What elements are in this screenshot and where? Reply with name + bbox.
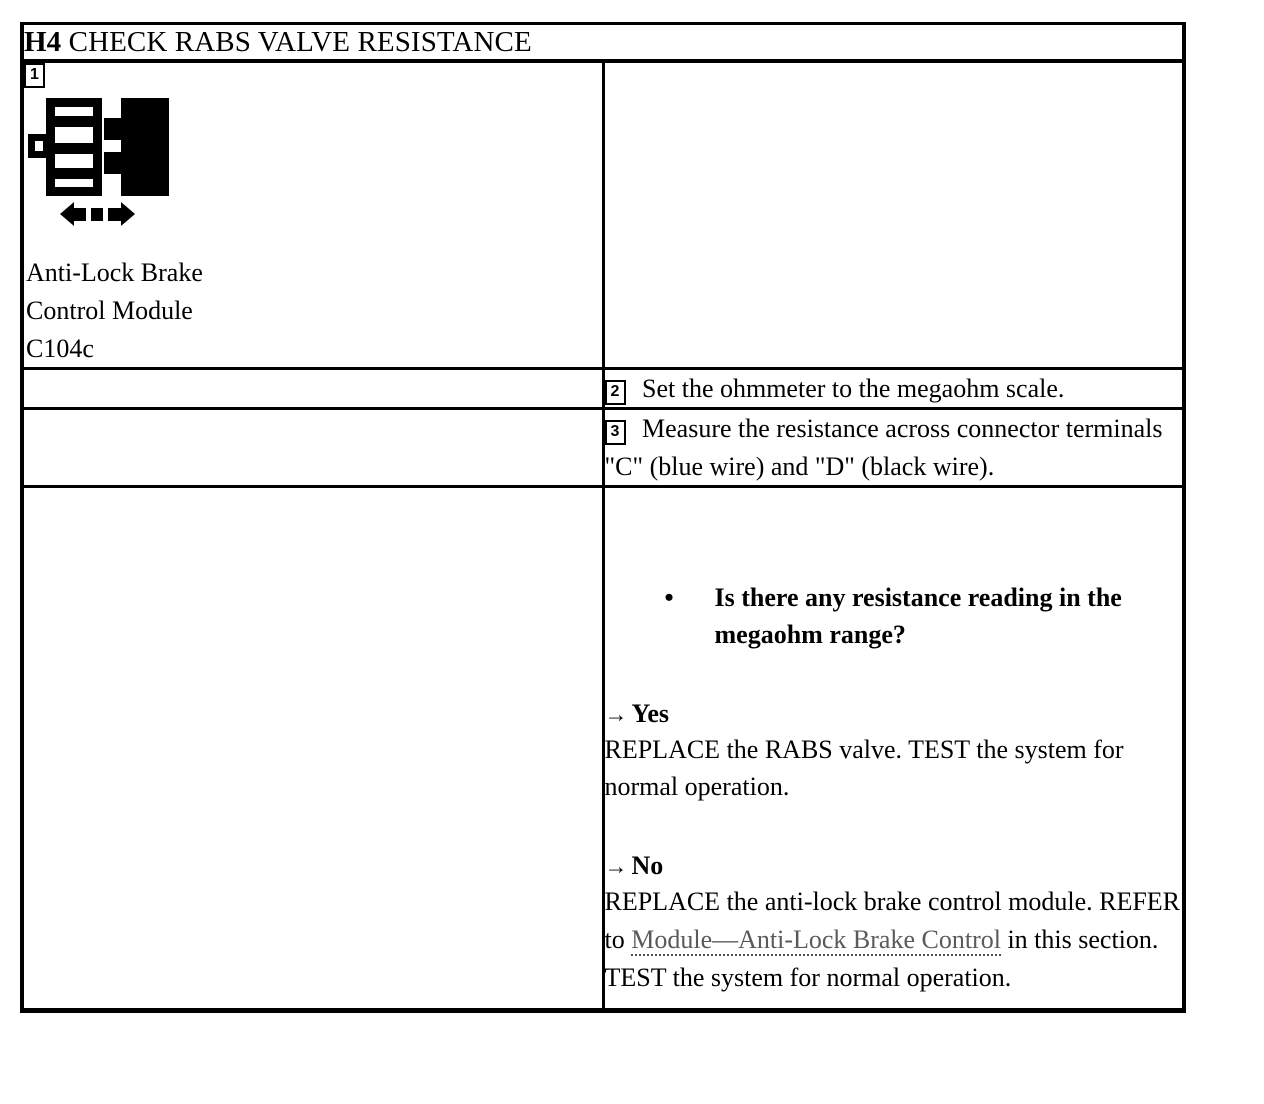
step-2-cell: 2 Set the ohmmeter to the megaohm scale. [603, 368, 1184, 411]
procedure-title: CHECK RABS VALVE RESISTANCE [68, 26, 532, 58]
connector-label: Anti-Lock Brake Control Module C104c [26, 254, 602, 367]
question-item: • Is there any resistance reading in the… [605, 580, 1183, 654]
step-number-badge-1: 1 [24, 63, 45, 89]
table-row: 3 Measure the resistance across connecto… [22, 408, 1184, 488]
arrow-right-icon: → [604, 854, 628, 880]
procedure-code: H4 [24, 26, 62, 58]
disconnect-arrow-left-head-icon [60, 202, 74, 227]
page-title: H4 CHECK RABS VALVE RESISTANCE [22, 23, 1184, 64]
branch-yes-text: REPLACE the RABS valve. TEST the system … [604, 734, 1124, 802]
branch-no-text-before: REPLACE the anti-lock brake control modu… [604, 887, 1181, 955]
branch-no-header: →No [605, 850, 1183, 881]
step-3-text: Measure the resistance across connector … [604, 414, 1163, 481]
table-row: • Is there any resistance reading in the… [22, 486, 1184, 1011]
disconnect-arrow-notch-icon [103, 208, 108, 222]
table-row: 1 Anti-Lock Brake [22, 61, 1184, 371]
connector-disconnect-icon [28, 98, 178, 228]
empty-instruction-cell [603, 61, 1184, 371]
table-row: 2 Set the ohmmeter to the megaohm scale. [22, 368, 1184, 411]
step-2-text: Set the ohmmeter to the megaohm scale. [642, 374, 1065, 404]
female-connector-slot-icon [55, 168, 102, 180]
female-connector-slot-icon [55, 143, 102, 155]
cross-reference-link[interactable]: Module—Anti-Lock Brake Control [631, 925, 1001, 957]
connector-label-line-2: Control Module [26, 295, 193, 325]
step-3-cell: 3 Measure the resistance across connecto… [603, 408, 1184, 488]
connector-label-line-1: Anti-Lock Brake [26, 258, 203, 288]
male-connector-pin-icon [104, 118, 123, 141]
empty-left-cell [22, 486, 605, 1011]
male-connector-pin-icon [104, 152, 123, 175]
disconnect-arrow-right-head-icon [121, 202, 135, 227]
branch-yes-label: Yes [631, 698, 670, 728]
branch-yes: →Yes REPLACE the RABS valve. TEST the sy… [605, 698, 1183, 807]
disconnect-arrow-shaft-icon [73, 208, 123, 222]
bullet-icon: • [664, 582, 674, 612]
empty-left-cell [22, 408, 605, 488]
empty-left-cell [22, 368, 605, 411]
disconnect-arrow-notch-icon [86, 208, 91, 222]
male-connector-body-icon [121, 98, 169, 197]
connector-latch-tab-icon [28, 134, 50, 159]
step-number-badge-3: 3 [604, 420, 626, 446]
branch-yes-body: REPLACE the RABS valve. TEST the system … [605, 731, 1183, 806]
outcome-cell: • Is there any resistance reading in the… [603, 486, 1184, 1010]
step-number-badge-2: 2 [604, 380, 626, 406]
branch-no-text-after: in this section. TEST the system for nor… [604, 925, 1159, 992]
branch-no-body: REPLACE the anti-lock brake control modu… [605, 883, 1183, 996]
table-header-row: H4 CHECK RABS VALVE RESISTANCE [22, 23, 1184, 64]
connector-cell: 1 Anti-Lock Brake [22, 61, 605, 371]
question-text: Is there any resistance reading in the m… [714, 582, 1122, 649]
branch-no-label: No [631, 851, 664, 881]
connector-label-line-3: C104c [26, 333, 94, 363]
decision-question: • Is there any resistance reading in the… [605, 580, 1183, 654]
branch-no: →No REPLACE the anti-lock brake control … [605, 850, 1183, 996]
female-connector-slot-icon [55, 116, 102, 128]
branch-yes-header: →Yes [605, 698, 1183, 729]
arrow-right-icon: → [604, 701, 628, 727]
diagnostic-procedure-table: H4 CHECK RABS VALVE RESISTANCE 1 [20, 22, 1186, 1013]
